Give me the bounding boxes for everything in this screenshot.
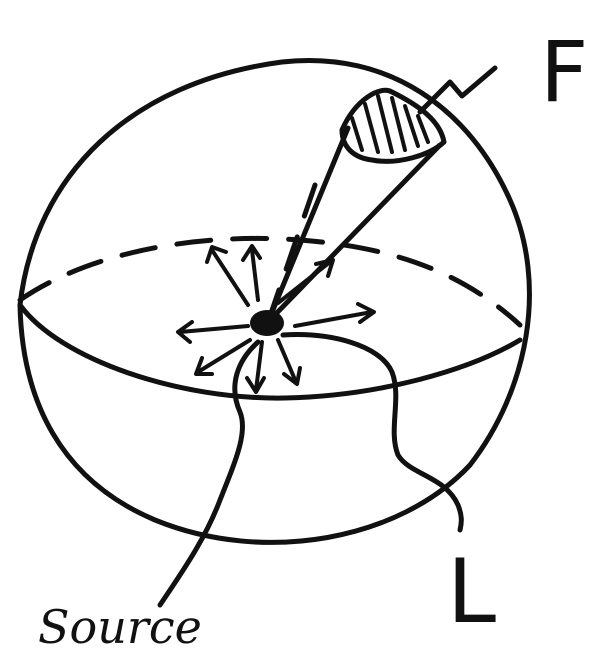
source-label: Source [38, 604, 202, 650]
luminosity-leader [283, 335, 461, 530]
source-leader [160, 342, 258, 605]
flux-cone-right [268, 145, 440, 322]
flux-leader [420, 68, 495, 112]
flux-cone-center [268, 185, 315, 322]
flux-label: F [540, 30, 588, 114]
source-dot [250, 310, 284, 336]
luminosity-label: L [447, 548, 496, 636]
